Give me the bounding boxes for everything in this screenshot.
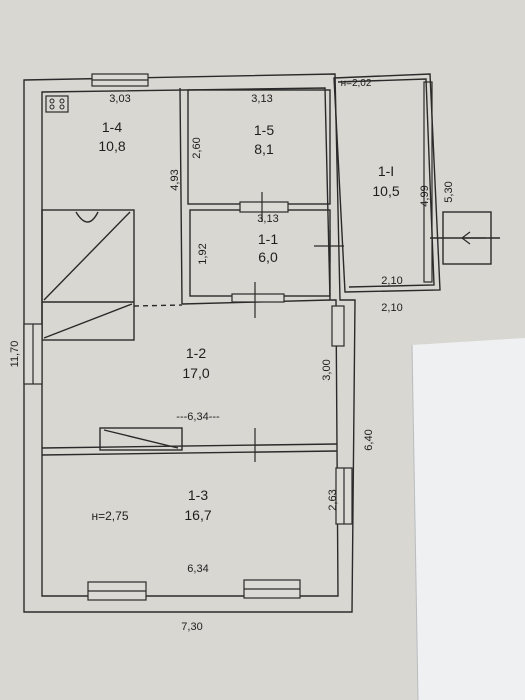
ladder-block: [99, 427, 183, 451]
dim-r1I-outer: 5,30: [443, 181, 455, 202]
dim-r13-width: 6,34: [187, 563, 208, 575]
room-1-2-id: 1-2: [186, 345, 206, 361]
window-annex: [423, 81, 433, 283]
stove-icon: [45, 95, 69, 113]
dim-r13-height: 2,63: [327, 489, 339, 510]
annex-wall: [333, 73, 441, 293]
dim-r1I-width-outer: 2,10: [381, 302, 402, 314]
room-1-5-id: 1-5: [254, 122, 274, 138]
room-1-4-id: 1-4: [102, 119, 122, 135]
dim-r1I-inner: 4,99: [419, 185, 431, 206]
window-right-1-2: [331, 305, 345, 347]
dim-r12-width: ---6,34---: [176, 411, 220, 423]
inner-wall: [41, 87, 339, 597]
dim-house-height: 11,70: [9, 341, 21, 368]
room-1-4-area: 10,8: [98, 138, 125, 154]
doors: [254, 192, 344, 462]
staircase: [41, 209, 135, 341]
room-1-2-area: 17,0: [182, 365, 209, 381]
dim-r11-width: 3,13: [257, 213, 278, 225]
room-1-1-id: 1-1: [258, 231, 278, 247]
height-main: н=2,75: [92, 509, 129, 523]
outer-wall: [23, 73, 356, 613]
window-1-5-1-1: [239, 201, 289, 213]
dim-r1I-width-inner: 2,10: [381, 275, 402, 287]
dim-r14-height: 4,93: [169, 169, 181, 190]
room-1-1-area: 6,0: [258, 249, 278, 265]
room-1-5-area: 8,1: [254, 141, 274, 157]
dim-r14-width: 3,03: [109, 93, 130, 105]
height-annex: н=2,02: [341, 78, 372, 89]
windows: [23, 73, 433, 601]
dim-r15-height: 2,60: [191, 137, 203, 158]
room-1-I-area: 10,5: [372, 183, 399, 199]
walls: [23, 73, 500, 613]
dim-house-width: 7,30: [181, 621, 202, 633]
overlapping-sheet: [412, 338, 525, 700]
entrance-arrow-icon: [461, 231, 486, 245]
room-1-I-id: 1-I: [378, 163, 394, 179]
room-1-3-area: 16,7: [184, 507, 211, 523]
dim-r11-height: 1,92: [197, 243, 209, 264]
dim-right-height: 6,40: [363, 429, 375, 450]
room-1-3-id: 1-3: [188, 487, 208, 503]
dim-r12-height: 3,00: [321, 359, 333, 380]
dim-r15-width: 3,13: [251, 93, 272, 105]
